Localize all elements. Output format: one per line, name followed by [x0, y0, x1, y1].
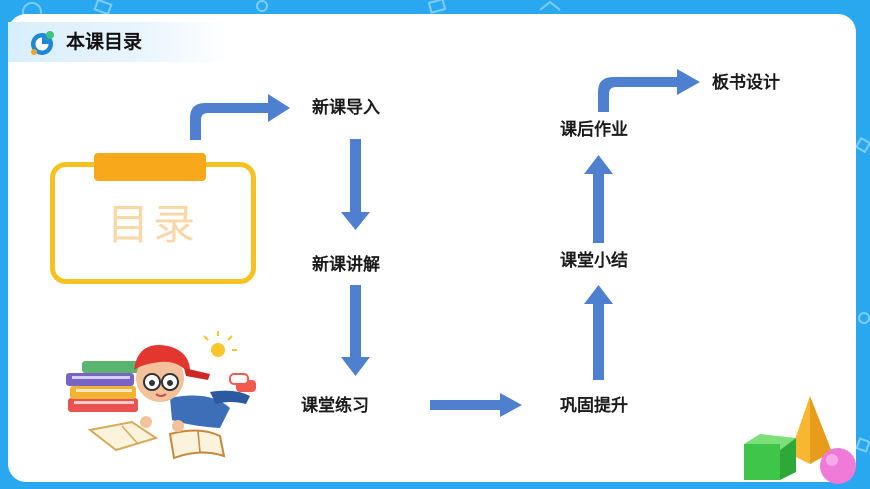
- arrow-step1-to-step2: [341, 139, 370, 230]
- page-title: 本课目录: [66, 31, 143, 53]
- arrow-step2-to-step3: [341, 285, 370, 376]
- step-homework: 课后作业: [560, 120, 628, 140]
- student-reading-illustration: [66, 331, 256, 460]
- arrow-step4-to-step5: [584, 285, 613, 380]
- arrow-step6-to-step7: [598, 69, 700, 112]
- toc-box-label: 目录: [106, 200, 199, 249]
- step-class-summary: 课堂小结: [560, 251, 628, 271]
- step-new-lesson-explain: 新课讲解: [312, 255, 380, 275]
- arrow-step5-to-step6: [584, 155, 613, 243]
- arrow-step3-to-step4: [430, 393, 522, 417]
- step-consolidate: 巩固提升: [560, 396, 628, 416]
- arrow-box-to-step1: [190, 94, 290, 140]
- step-new-lesson-intro: 新课导入: [312, 98, 380, 118]
- step-class-practice: 课堂练习: [301, 396, 369, 416]
- step-board-design: 板书设计: [712, 73, 780, 93]
- geometric-shapes-illustration: [744, 396, 856, 484]
- toc-box-tab: [94, 153, 206, 181]
- logo-icon: [31, 31, 54, 55]
